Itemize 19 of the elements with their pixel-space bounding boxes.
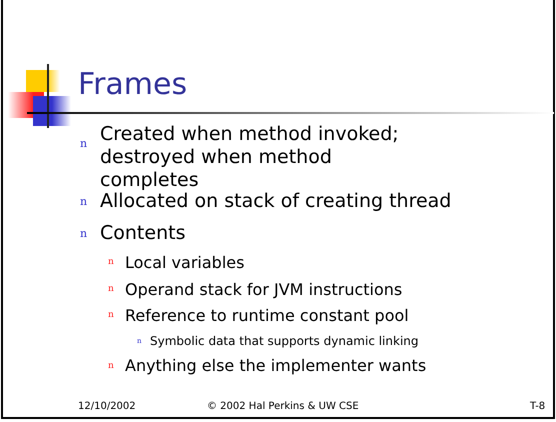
bullet-text: Created when method invoked; destroyed when method completes <box>100 123 400 192</box>
bullet-text: Local variables <box>125 252 244 272</box>
footer-copyright: © 2002 Hal Perkins & UW CSE <box>207 401 359 413</box>
bullet-marker: n <box>108 360 114 372</box>
bullet-text: Operand stack for JVM instructions <box>125 280 402 299</box>
bullet-marker: n <box>80 194 88 208</box>
bullet-marker: n <box>108 256 114 268</box>
bullet-marker: n <box>108 310 114 320</box>
bullet-text: Anything else the implementer wants <box>125 356 426 375</box>
bullet-marker: n <box>80 226 88 240</box>
slide-number: T-8 <box>530 401 546 413</box>
bullet-text: Allocated on stack of creating thread <box>100 190 452 212</box>
bullet-text: Contents <box>100 222 186 244</box>
footer-date: 12/10/2002 <box>78 401 136 413</box>
bullet-marker: n <box>80 136 88 150</box>
slide-title: Frames <box>78 68 188 101</box>
bullet-marker: n <box>108 284 114 294</box>
bullet-text: Reference to runtime constant pool <box>125 306 409 325</box>
bullet-text: Symbolic data that supports dynamic linking <box>150 334 419 348</box>
